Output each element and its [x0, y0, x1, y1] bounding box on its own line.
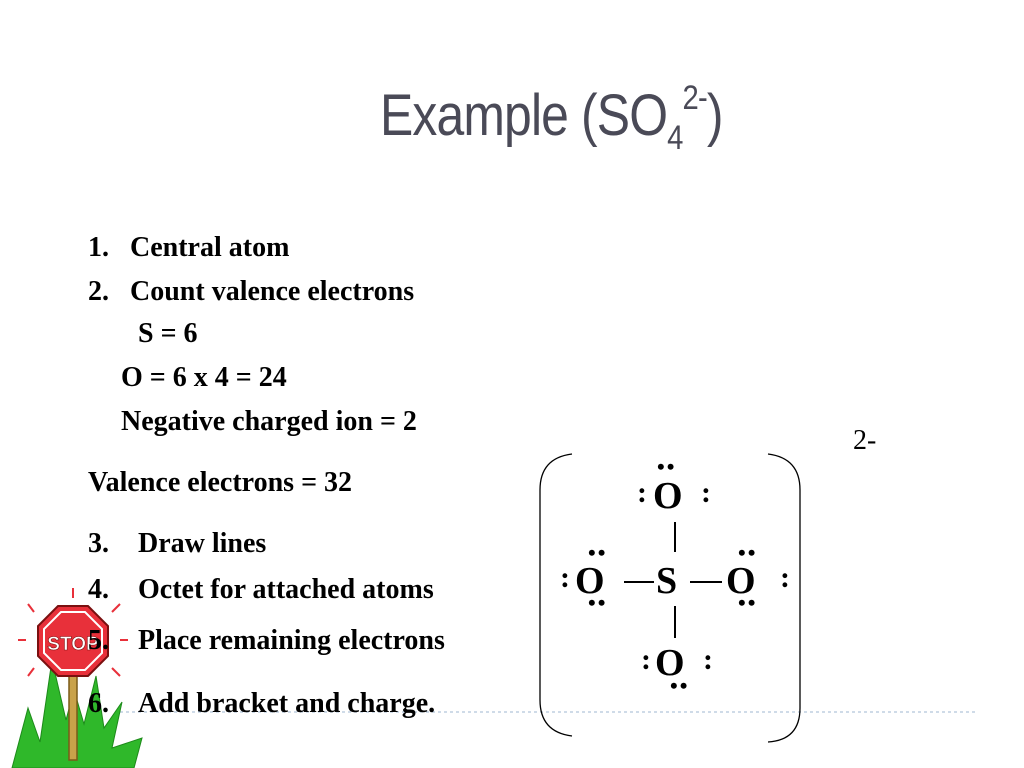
title-subscript: 4 [667, 119, 683, 157]
bottom-oxygen-colon-left: : [641, 643, 651, 676]
bottom-oxygen: O [655, 642, 685, 684]
right-oxygen-colon: : [780, 561, 790, 594]
step-3: 3.Draw lines [88, 528, 267, 559]
step-1: 1.Central atom [88, 232, 290, 263]
left-oxygen-dots-below: •• [588, 590, 608, 615]
top-oxygen-colon-left: : [637, 476, 647, 509]
bottom-oxygen-colon-right: : [703, 643, 713, 676]
count-sulfur: S = 6 [138, 318, 198, 349]
left-oxygen-colon: : [560, 561, 570, 594]
right-oxygen: O [726, 560, 756, 602]
step-2: 2.Count valence electrons [88, 276, 415, 307]
right-oxygen-dots-above: •• [738, 540, 758, 565]
stop-octagon [37, 605, 109, 677]
step-6: 6.Add bracket and charge. [88, 688, 436, 719]
left-oxygen: O [575, 560, 605, 602]
ion-charge: 2- [853, 425, 877, 456]
left-bracket [539, 453, 573, 737]
left-oxygen-dots-above: •• [588, 540, 608, 565]
top-oxygen-dots-above: •• [657, 454, 677, 479]
stop-sign-icon: STOP [11, 588, 143, 768]
slide-title: Example (SO42-) [380, 79, 723, 157]
right-oxygen-dots-below: •• [738, 590, 758, 615]
sign-pole [68, 671, 78, 761]
top-oxygen-colon-right: : [701, 476, 711, 509]
stop-label: STOP [47, 634, 99, 655]
step-5: 5.Place remaining electrons [88, 625, 445, 656]
top-oxygen: O [653, 475, 683, 517]
right-bracket [767, 453, 801, 743]
bottom-oxygen-dots-below: •• [670, 673, 690, 698]
count-total: Valence electrons = 32 [88, 467, 353, 498]
central-sulfur: S [656, 560, 678, 602]
title-superscript: 2- [682, 79, 708, 117]
count-ion: Negative charged ion = 2 [121, 406, 417, 437]
count-oxygen: O = 6 x 4 = 24 [121, 362, 287, 393]
step-4: 4.Octet for attached atoms [88, 574, 434, 605]
